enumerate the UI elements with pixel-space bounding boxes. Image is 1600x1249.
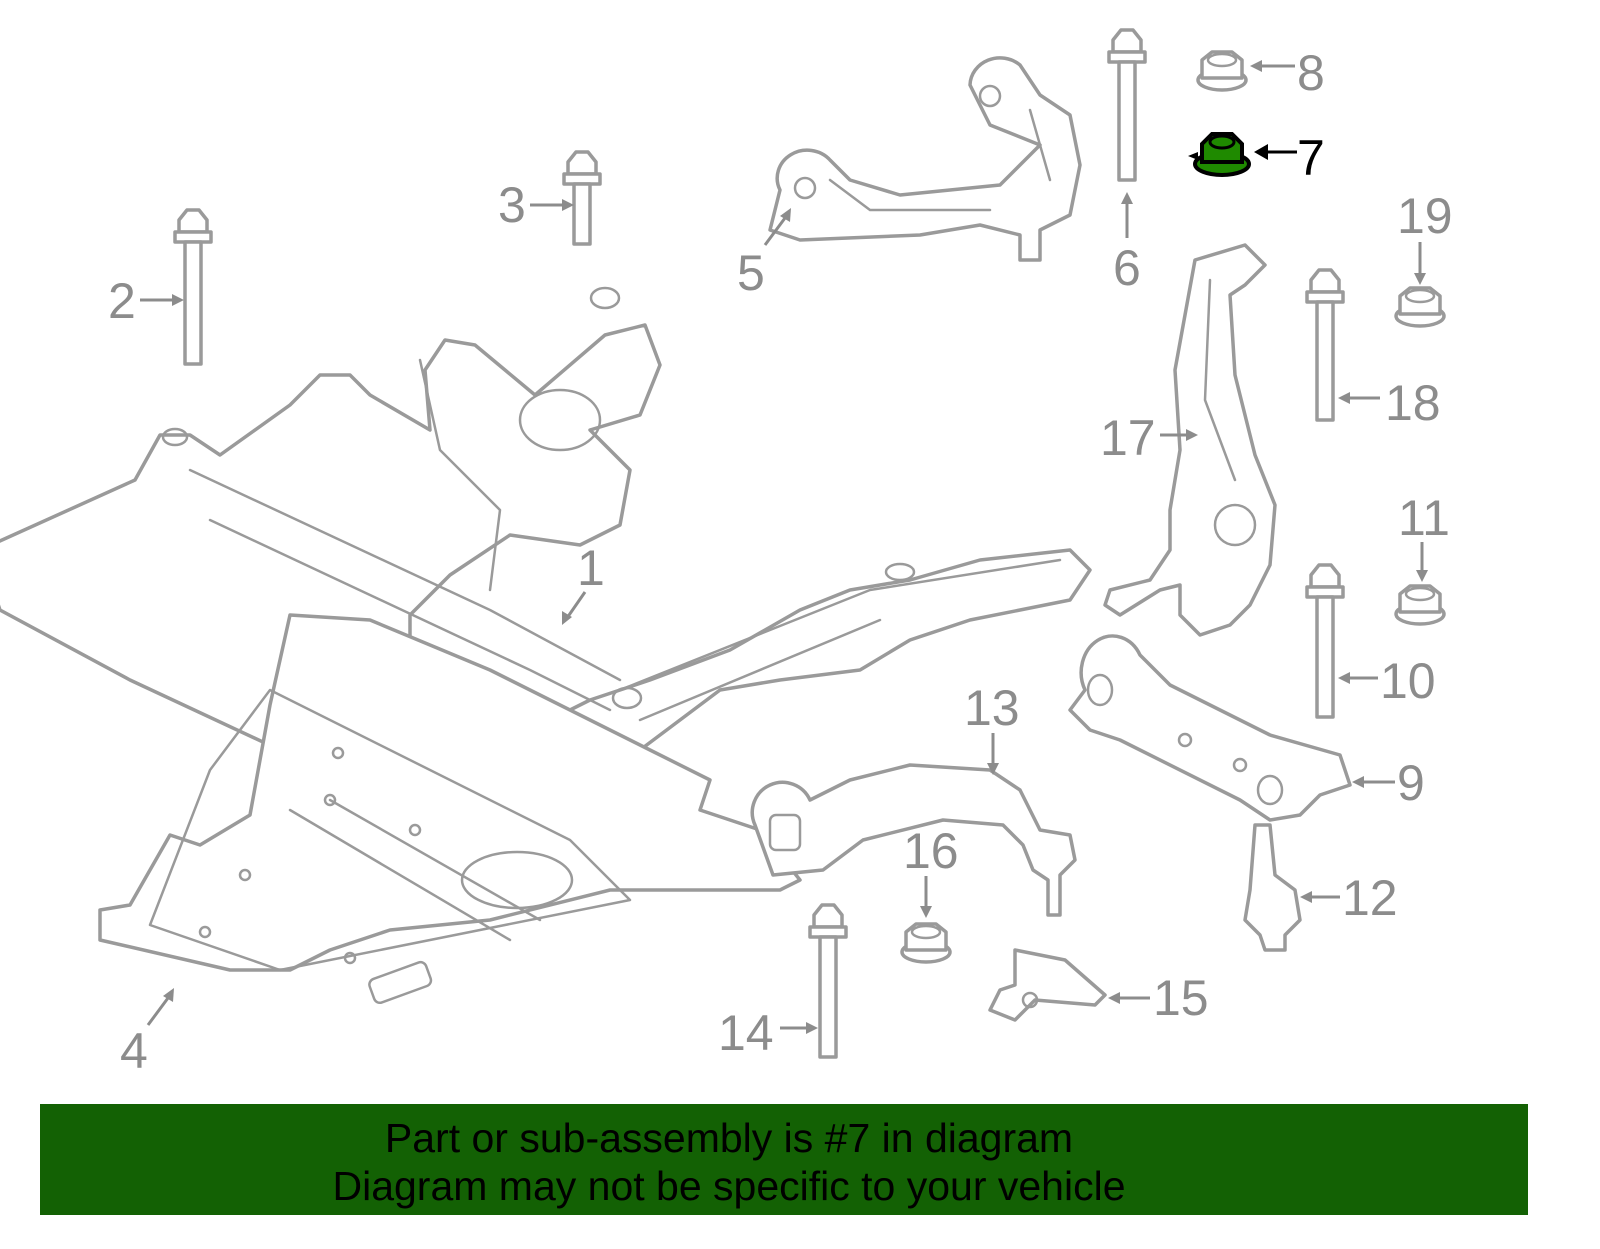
callout-15[interactable]: 15 — [1108, 970, 1209, 1026]
banner-line-part: Part or sub-assembly is #7 in diagram — [384, 1115, 1074, 1161]
callout-1[interactable]: 1 — [562, 540, 605, 625]
svg-text:17: 17 — [1100, 410, 1156, 466]
callout-10[interactable]: 10 — [1338, 653, 1436, 709]
callout-6[interactable]: 6 — [1113, 192, 1141, 296]
svg-text:9: 9 — [1397, 755, 1425, 811]
callout-19[interactable]: 19 — [1397, 188, 1453, 285]
part-13-control-arm[interactable] — [750, 763, 1077, 917]
callout-8[interactable]: 8 — [1250, 45, 1325, 101]
callout-9[interactable]: 9 — [1352, 755, 1425, 811]
svg-text:16: 16 — [903, 823, 959, 879]
part-3-bolt[interactable] — [562, 150, 602, 246]
svg-text:6: 6 — [1113, 240, 1141, 296]
svg-text:12: 12 — [1342, 870, 1398, 926]
part-7-nut-highlighted[interactable] — [1188, 132, 1251, 177]
callout-14[interactable]: 14 — [718, 1005, 818, 1061]
part-9-lower-control-arm[interactable] — [1068, 634, 1352, 822]
callout-17[interactable]: 17 — [1100, 410, 1198, 466]
svg-text:14: 14 — [718, 1005, 774, 1061]
part-11-nut[interactable] — [1394, 584, 1446, 626]
callout-3[interactable]: 3 — [498, 177, 574, 233]
svg-text:19: 19 — [1397, 188, 1453, 244]
callout-4[interactable]: 4 — [120, 988, 174, 1079]
part-16-nut[interactable] — [900, 922, 952, 964]
svg-text:1: 1 — [577, 540, 605, 596]
part-14-bolt[interactable] — [808, 903, 848, 1059]
callout-16[interactable]: 16 — [903, 823, 959, 918]
svg-text:4: 4 — [120, 1023, 148, 1079]
callout-11[interactable]: 11 — [1398, 490, 1450, 582]
callout-13[interactable]: 13 — [964, 680, 1020, 775]
info-banner: Part or sub-assembly is #7 in diagram Di… — [40, 1104, 1528, 1215]
svg-text:2: 2 — [108, 273, 136, 329]
callout-18[interactable]: 18 — [1338, 375, 1441, 431]
callout-2[interactable]: 2 — [108, 273, 184, 329]
callout-12[interactable]: 12 — [1300, 870, 1398, 926]
svg-text:18: 18 — [1385, 375, 1441, 431]
svg-text:15: 15 — [1153, 970, 1209, 1026]
part-8-nut[interactable] — [1196, 50, 1248, 92]
svg-text:11: 11 — [1398, 490, 1450, 546]
callout-7-highlighted[interactable]: 7 — [1254, 130, 1325, 186]
part-17-steering-knuckle[interactable] — [1103, 243, 1277, 637]
part-6-bolt[interactable] — [1107, 28, 1147, 182]
part-5-upper-control-arm[interactable] — [768, 56, 1082, 262]
svg-text:13: 13 — [964, 680, 1020, 736]
svg-text:8: 8 — [1297, 45, 1325, 101]
part-10-bolt[interactable] — [1305, 563, 1345, 719]
part-18-bolt[interactable] — [1305, 268, 1345, 422]
part-4-underbody-shield[interactable] — [98, 613, 802, 1005]
svg-text:7: 7 — [1297, 130, 1325, 186]
svg-text:5: 5 — [737, 245, 765, 301]
svg-text:3: 3 — [498, 177, 526, 233]
svg-text:10: 10 — [1380, 653, 1436, 709]
banner-line-disclaimer: Diagram may not be specific to your vehi… — [332, 1163, 1126, 1209]
callout-5[interactable]: 5 — [737, 208, 791, 301]
part-19-nut[interactable] — [1394, 286, 1446, 328]
part-12-ball-joint[interactable] — [1243, 823, 1302, 952]
part-15-bracket[interactable] — [988, 948, 1107, 1022]
part-2-bolt[interactable] — [173, 208, 213, 366]
